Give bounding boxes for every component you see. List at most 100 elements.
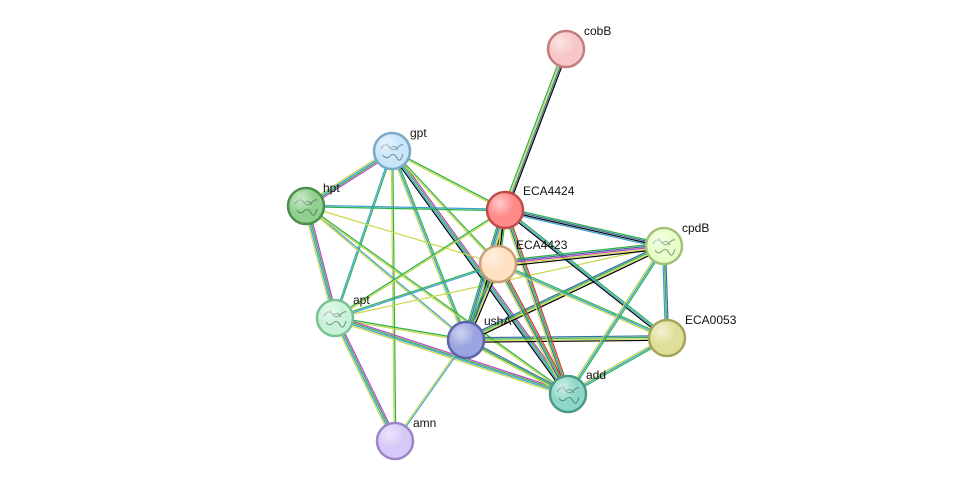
edge-channel-line	[498, 263, 570, 394]
edge-gpt-amn[interactable]	[390, 150, 397, 442]
node-highlight	[481, 247, 515, 281]
edge-channel-line	[390, 151, 466, 341]
edge-channel-line	[505, 207, 665, 245]
edge-channel-line	[305, 206, 505, 212]
edge-channel-line	[465, 335, 667, 339]
edge-channel-line	[465, 336, 667, 340]
edge-channel-line	[305, 205, 499, 265]
node-highlight	[378, 424, 412, 458]
edge-apt-amn[interactable]	[332, 316, 398, 443]
edge-channel-line	[497, 242, 664, 262]
node-label: add	[586, 368, 606, 382]
node-cobB[interactable]: cobB	[546, 24, 611, 69]
edge-gpt-ushA[interactable]	[390, 150, 468, 341]
node-ushA[interactable]: ushA	[446, 314, 511, 360]
edge-channel-line	[496, 264, 568, 395]
edge-channel-line	[506, 209, 571, 394]
edge-channel-line	[498, 246, 665, 267]
edge-channel-line	[465, 340, 568, 396]
edge-channel-line	[333, 318, 395, 442]
edge-channel-line	[392, 150, 397, 441]
edge-ECA4424-add[interactable]	[502, 209, 571, 395]
edge-hpt-apt[interactable]	[303, 205, 338, 319]
edge-channel-line	[498, 248, 665, 268]
node-gpt[interactable]: gpt	[372, 126, 427, 171]
edge-ECA4424-cpdB[interactable]	[504, 207, 665, 249]
edge-channel-line	[504, 209, 668, 339]
node-label: hpt	[323, 181, 340, 195]
node-add[interactable]: add	[548, 368, 606, 414]
edge-gpt-apt[interactable]	[333, 150, 394, 319]
edge-channel-line	[498, 262, 668, 338]
edge-cpdB-add[interactable]	[566, 244, 666, 396]
edge-ushA-amn[interactable]	[393, 339, 468, 442]
edge-ushA-ECA0053[interactable]	[465, 335, 668, 343]
node-hpt[interactable]: hpt	[286, 181, 340, 226]
edge-channel-line	[466, 338, 569, 394]
edge-channel-line	[305, 206, 466, 342]
edge-channel-line	[332, 318, 394, 443]
edge-channel-line	[335, 210, 506, 320]
edge-channel-line	[335, 264, 499, 320]
node-amn[interactable]: amn	[375, 416, 436, 461]
edge-channel-line	[334, 319, 568, 397]
edge-channel-line	[497, 243, 664, 264]
edge-ECA4423-cpdB[interactable]	[497, 242, 665, 268]
node-label: ECA4423	[516, 238, 568, 252]
edge-cobB-ECA4424[interactable]	[502, 47, 569, 212]
edge-channel-line	[504, 211, 664, 249]
edge-channel-line	[307, 205, 338, 318]
node-ECA4424[interactable]: ECA4424	[485, 184, 575, 230]
node-apt[interactable]: apt	[315, 293, 370, 338]
edge-hpt-ECA4424[interactable]	[305, 204, 506, 212]
edge-hpt-add[interactable]	[305, 204, 569, 396]
edge-channel-line	[304, 206, 335, 319]
edge-channel-line	[335, 316, 569, 394]
edge-gpt-ECA4424[interactable]	[391, 149, 506, 212]
edge-channel-line	[335, 317, 397, 441]
node-ECA4423[interactable]: ECA4423	[478, 238, 568, 284]
edge-channel-line	[303, 206, 334, 319]
node-highlight	[549, 32, 583, 66]
edge-channel-line	[497, 245, 665, 265]
edge-hpt-ushA[interactable]	[305, 204, 467, 342]
edge-ECA4423-ECA0053[interactable]	[497, 262, 668, 340]
edge-channel-line	[392, 149, 506, 210]
node-highlight	[375, 134, 409, 168]
edge-channel-line	[466, 338, 668, 342]
edge-channel-line	[392, 150, 499, 264]
edge-channel-line	[389, 151, 567, 396]
edge-apt-ECA4424[interactable]	[334, 208, 506, 320]
node-label: cobB	[584, 24, 611, 38]
edge-channel-line	[503, 210, 667, 340]
edge-channel-line	[334, 318, 568, 396]
node-label: ushA	[484, 314, 511, 328]
node-highlight	[551, 377, 585, 411]
edge-apt-add[interactable]	[334, 315, 569, 397]
edge-channel-line	[466, 339, 668, 343]
edge-channel-line	[465, 244, 664, 340]
edge-channel-line	[306, 204, 506, 210]
edge-channel-line	[333, 150, 392, 318]
node-label: ECA4424	[523, 184, 575, 198]
node-cpdB[interactable]: cpdB	[644, 221, 709, 266]
node-ECA0053[interactable]: ECA0053	[647, 313, 737, 358]
edge-channel-line	[334, 208, 505, 318]
edge-channel-line	[505, 49, 568, 211]
edge-ECA4424-ECA0053[interactable]	[503, 208, 669, 340]
edge-channel-line	[505, 208, 665, 246]
node-label: amn	[413, 416, 436, 430]
edge-channel-line	[391, 151, 505, 212]
edge-channel-line	[393, 339, 466, 441]
edges-layer	[303, 47, 670, 443]
edge-apt-ECA4423[interactable]	[334, 262, 499, 320]
node-highlight	[318, 301, 352, 335]
edge-channel-line	[505, 208, 669, 338]
edge-ECA4423-add[interactable]	[495, 262, 571, 396]
edge-hpt-ECA4423[interactable]	[305, 205, 499, 265]
edge-channel-line	[499, 262, 571, 394]
edge-channel-line	[305, 206, 568, 396]
edge-channel-line	[495, 264, 567, 396]
edge-channel-line	[392, 150, 468, 340]
